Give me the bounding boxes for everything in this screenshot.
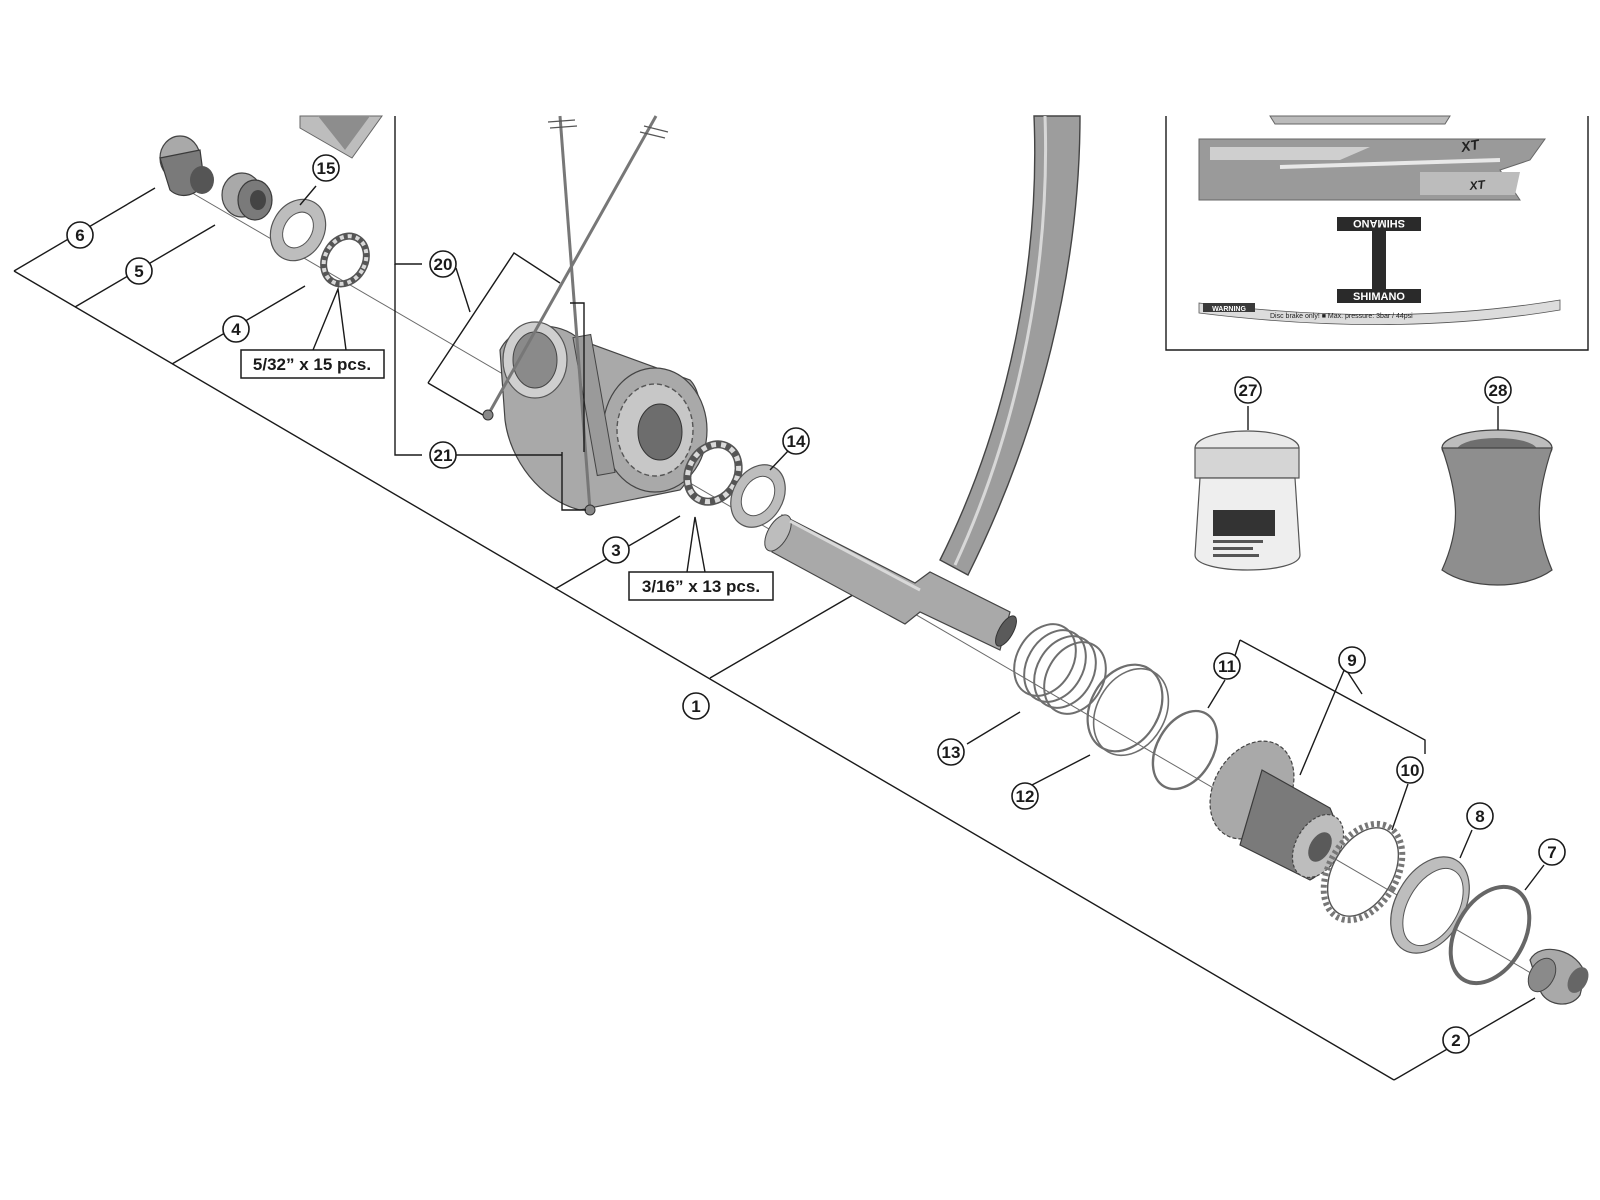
svg-text:12: 12 xyxy=(1016,787,1035,806)
svg-text:15: 15 xyxy=(317,159,336,178)
part-5-lock-nut xyxy=(221,172,273,221)
callout-1: 1 xyxy=(682,692,710,720)
svg-text:14: 14 xyxy=(787,432,806,451)
part-27-grease-jar xyxy=(1194,430,1301,571)
part-13-spring xyxy=(1013,623,1107,715)
callout-9: 9 xyxy=(1338,646,1366,674)
rim xyxy=(939,115,1081,576)
svg-text:13: 13 xyxy=(942,743,961,762)
callout-7: 7 xyxy=(1538,838,1566,866)
decal-model-top: XT xyxy=(1459,136,1482,155)
hub-shell xyxy=(499,321,708,511)
svg-text:11: 11 xyxy=(1218,657,1236,676)
callout-11: 11 xyxy=(1213,652,1241,680)
part-14-washer xyxy=(730,464,786,528)
part-1-axle xyxy=(764,514,1017,651)
svg-text:3/16” x 13 pcs.: 3/16” x 13 pcs. xyxy=(642,577,760,596)
leader-lines xyxy=(299,116,1545,891)
decal-model-bottom: XT xyxy=(1468,177,1487,193)
callout-3: 3 xyxy=(602,536,630,564)
svg-text:1: 1 xyxy=(691,697,700,716)
part-2-end-cap xyxy=(1527,948,1589,1005)
part-8-washer xyxy=(1390,856,1470,954)
callout-10: 10 xyxy=(1396,756,1424,784)
callout-8: 8 xyxy=(1466,802,1494,830)
svg-text:7: 7 xyxy=(1547,843,1556,862)
frame-tube-fragment xyxy=(299,115,383,159)
part-10-toothed-ring xyxy=(1320,820,1406,924)
qty-label-large-balls: 3/16” x 13 pcs. xyxy=(628,571,774,601)
svg-text:5/32” x 15 pcs.: 5/32” x 15 pcs. xyxy=(253,355,371,374)
callout-14: 14 xyxy=(782,427,810,455)
svg-text:4: 4 xyxy=(231,320,241,339)
qty-label-small-balls: 5/32” x 15 pcs. xyxy=(240,349,385,379)
part-28-tool xyxy=(1441,429,1553,586)
callout-2: 2 xyxy=(1442,1026,1470,1054)
svg-text:27: 27 xyxy=(1239,381,1258,400)
callout-28: 28 xyxy=(1484,376,1512,404)
svg-text:28: 28 xyxy=(1489,381,1508,400)
part-12-seal-ring xyxy=(1086,663,1170,757)
spokes xyxy=(482,115,669,516)
part-6-end-cap xyxy=(159,135,214,197)
decal-brand: SHIMANO xyxy=(1353,291,1405,303)
svg-text:6: 6 xyxy=(75,226,84,245)
svg-text:21: 21 xyxy=(434,446,453,465)
part-3-ball-retainer-large xyxy=(683,440,743,506)
part-7-spacer-ring xyxy=(1448,884,1532,986)
decal-panel: XT XT SHIMANO SHIMANO WARNING Disc brake… xyxy=(1165,115,1589,351)
svg-text:2: 2 xyxy=(1451,1031,1460,1050)
callout-6: 6 xyxy=(66,221,94,249)
svg-text:9: 9 xyxy=(1347,651,1356,670)
part-11-o-ring xyxy=(1151,709,1219,791)
callout-13: 13 xyxy=(937,738,965,766)
svg-text:8: 8 xyxy=(1475,807,1484,826)
decal-warning-text: Disc brake only! ■ Max. pressure: 3bar /… xyxy=(1270,313,1413,320)
callout-15: 15 xyxy=(312,154,340,182)
svg-text:10: 10 xyxy=(1401,761,1420,780)
decal-warning: WARNING xyxy=(1212,306,1246,313)
callout-27: 27 xyxy=(1234,376,1262,404)
decal-brand-mirrored: SHIMANO xyxy=(1353,217,1405,229)
callout-12: 12 xyxy=(1011,782,1039,810)
svg-text:5: 5 xyxy=(134,262,143,281)
svg-text:3: 3 xyxy=(611,541,620,560)
callout-5: 5 xyxy=(125,257,153,285)
callout-4: 4 xyxy=(222,315,250,343)
callout-20: 20 xyxy=(429,250,457,278)
part-4-ball-retainer-small xyxy=(320,232,370,288)
callout-21: 21 xyxy=(429,441,457,469)
svg-text:20: 20 xyxy=(434,255,453,274)
part-15-washer xyxy=(269,198,327,262)
